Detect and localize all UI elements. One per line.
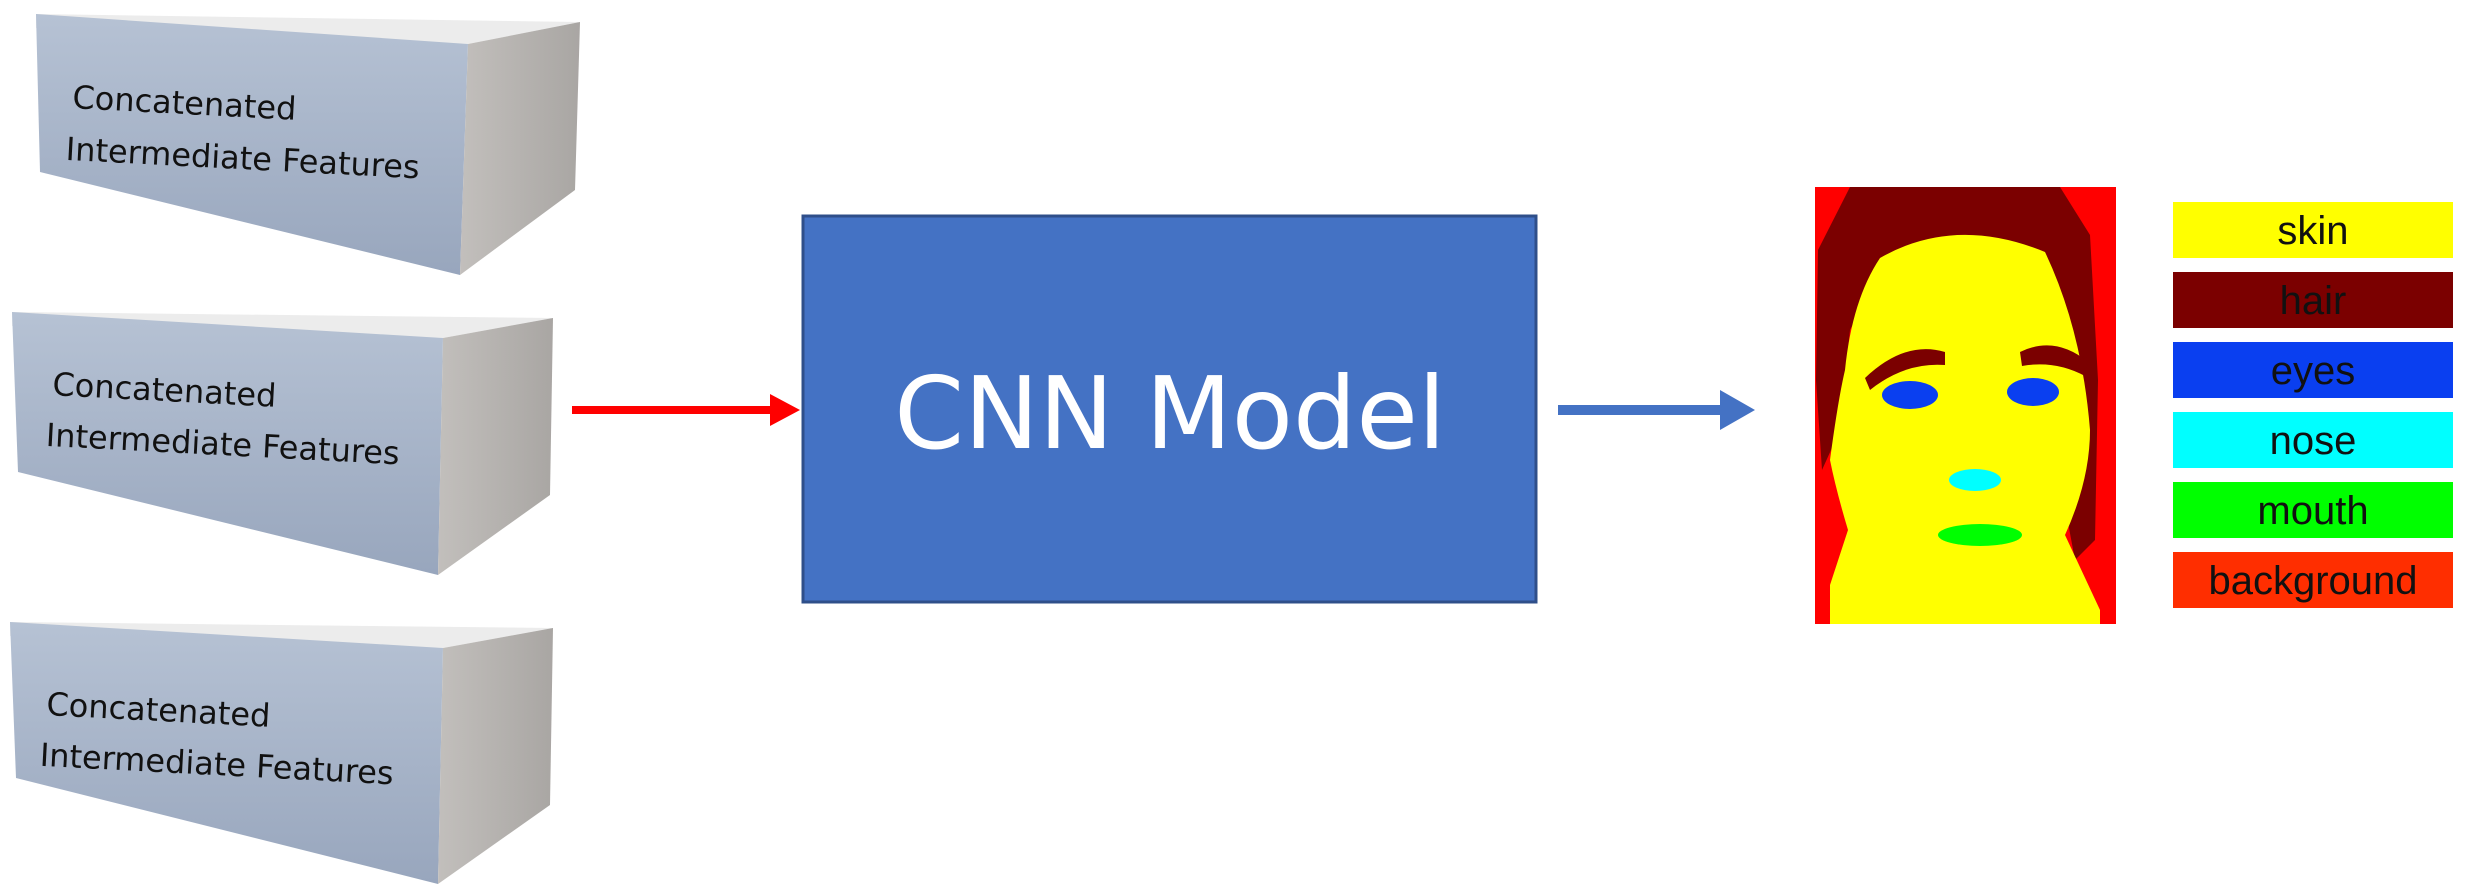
svg-text:mouth: mouth [2257,489,2368,533]
segmentation-map [1815,187,2116,624]
seg-right-brow [2020,345,2088,376]
legend-item-eyes: eyes [2173,342,2453,398]
feature-block-3-side [438,628,553,884]
feature-block-2-side [438,318,553,575]
legend-item-skin: skin [2173,202,2453,258]
feature-block-2-top [12,312,553,338]
cnn-model-box: CNN Model [801,214,1538,604]
feature-block-3: Concatenated Intermediate Features [10,622,553,884]
seg-right-eye [2007,378,2059,406]
svg-text:hair: hair [2280,279,2347,323]
legend-item-hair: hair [2173,272,2453,328]
svg-text:background: background [2208,559,2417,603]
feature-block-2-front [12,312,443,575]
legend-item-nose: nose [2173,412,2453,468]
seg-left-brow [1865,349,1945,390]
seg-mouth [1938,524,2022,546]
svg-text:eyes: eyes [2271,349,2356,393]
cnn-model-label: CNN Model [894,355,1445,472]
feature-block-2: Concatenated Intermediate Features [12,312,553,575]
svg-text:nose: nose [2270,419,2357,463]
seg-nose [1949,469,2001,491]
legend: skin hair eyes nose mouth background [2173,202,2453,608]
feature-block-3-top [10,622,553,648]
feature-block-1-top [36,14,580,44]
output-arrow [1558,390,1755,430]
legend-item-mouth: mouth [2173,482,2453,538]
legend-item-background: background [2173,552,2453,608]
feature-block-1-front [36,14,468,275]
svg-text:skin: skin [2277,209,2348,253]
feature-block-1: Concatenated Intermediate Features [36,14,580,275]
input-arrow [572,394,800,426]
seg-left-eye [1882,381,1938,409]
feature-block-3-front [10,622,443,884]
seg-skin [1830,234,2100,624]
feature-block-1-side [460,22,580,275]
